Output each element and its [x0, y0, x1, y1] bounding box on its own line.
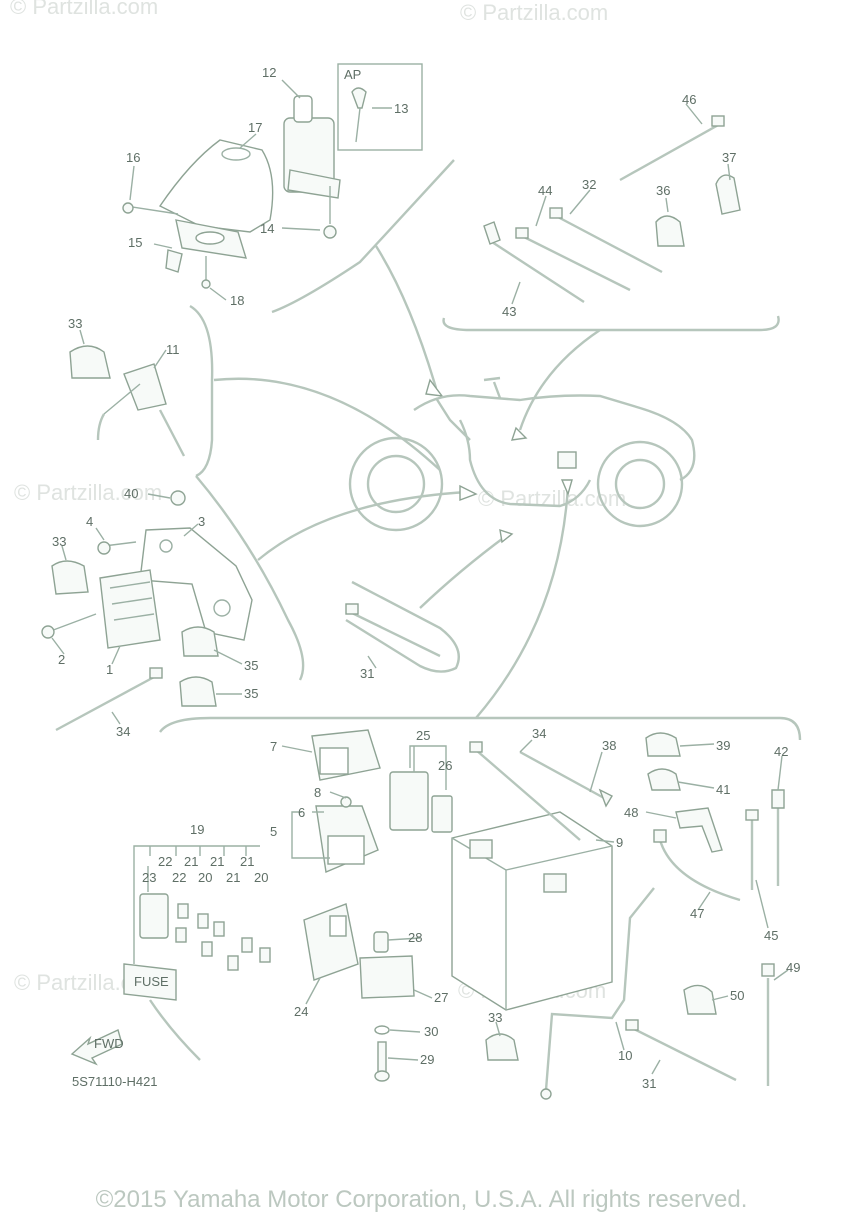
- callout-11: 11: [166, 342, 180, 357]
- callout-20-b: 20: [254, 870, 268, 885]
- callout-33-b: 33: [52, 534, 66, 549]
- callout-5: 5: [270, 824, 277, 839]
- callout-30: 30: [424, 1024, 438, 1039]
- callout-9: 9: [616, 835, 623, 850]
- callout-1: 1: [106, 662, 113, 677]
- callout-32: 32: [582, 177, 596, 192]
- callout-45: 45: [764, 928, 778, 943]
- callout-47: 47: [690, 906, 704, 921]
- callout-22-a: 22: [158, 854, 172, 869]
- callout-27: 27: [434, 990, 448, 1005]
- callout-18: 18: [230, 293, 244, 308]
- ap-label: AP: [344, 67, 361, 82]
- callout-31-b: 31: [642, 1076, 656, 1091]
- callout-21-c: 21: [240, 854, 254, 869]
- callout-26: 26: [438, 758, 452, 773]
- callout-48: 48: [624, 805, 638, 820]
- callout-15: 15: [128, 235, 142, 250]
- callout-14: 14: [260, 221, 274, 236]
- callout-17: 17: [248, 120, 262, 135]
- callout-13: 13: [394, 101, 408, 116]
- watermark-top-left: © Partzilla.com: [10, 0, 158, 19]
- callout-24: 24: [294, 1004, 308, 1019]
- callout-28: 28: [408, 930, 422, 945]
- callout-37: 37: [722, 150, 736, 165]
- callout-20-a: 20: [198, 870, 212, 885]
- callout-38: 38: [602, 738, 616, 753]
- watermark-mid-left: © Partzilla.com: [14, 480, 162, 505]
- callout-2: 2: [58, 652, 65, 667]
- fuse-label: FUSE: [134, 974, 169, 989]
- callout-49: 49: [786, 960, 800, 975]
- callout-22-b: 22: [172, 870, 186, 885]
- callout-4: 4: [86, 514, 93, 529]
- main-switch-group: AP: [122, 63, 423, 289]
- fwd-label: FWD: [94, 1036, 124, 1051]
- callout-6: 6: [298, 805, 305, 820]
- callout-7: 7: [270, 739, 277, 754]
- callout-25: 25: [416, 728, 430, 743]
- callout-44: 44: [538, 183, 552, 198]
- leader-lines: [51, 79, 789, 1075]
- tie-31-group: [345, 603, 441, 658]
- callout-16: 16: [126, 150, 140, 165]
- callout-29: 29: [420, 1052, 434, 1067]
- motorcycle-outline: [348, 376, 696, 532]
- callout-21-a: 21: [184, 854, 198, 869]
- ties-group-top: [483, 115, 741, 304]
- callout-46: 46: [682, 92, 696, 107]
- callout-10: 10: [618, 1048, 632, 1063]
- group-outlines: [159, 159, 802, 741]
- rectifier-group: [41, 490, 253, 732]
- callout-19: 19: [190, 822, 204, 837]
- callout-21-d: 21: [226, 870, 240, 885]
- callout-35-a: 35: [244, 658, 258, 673]
- callout-50: 50: [730, 988, 744, 1003]
- electrical-box-group: FUSE FWD: [70, 729, 785, 1100]
- callout-23: 23: [142, 870, 156, 885]
- callout-21-b: 21: [210, 854, 224, 869]
- callout-8: 8: [314, 785, 321, 800]
- callout-33-a: 33: [68, 316, 82, 331]
- callout-43: 43: [502, 304, 516, 319]
- callout-labels: 12 13 17 16 15 14 18 46 37 36 32 44 43 3…: [52, 65, 800, 1091]
- callout-40: 40: [124, 486, 138, 501]
- callout-33-c: 33: [488, 1010, 502, 1025]
- callout-34-a: 34: [116, 724, 130, 739]
- callout-41: 41: [716, 782, 730, 797]
- callout-39: 39: [716, 738, 730, 753]
- callout-42: 42: [774, 744, 788, 759]
- callout-3: 3: [198, 514, 205, 529]
- sidestand-switch-group: [69, 345, 186, 457]
- watermark-top-right: © Partzilla.com: [460, 0, 608, 25]
- copyright-footer: ©2015 Yamaha Motor Corporation, U.S.A. A…: [95, 1186, 748, 1213]
- callout-12: 12: [262, 65, 276, 80]
- drawing-code: 5S71110-H421: [72, 1074, 158, 1089]
- callout-31-a: 31: [360, 666, 374, 681]
- callout-36: 36: [656, 183, 670, 198]
- callout-35-b: 35: [244, 686, 258, 701]
- callout-34-b: 34: [532, 726, 546, 741]
